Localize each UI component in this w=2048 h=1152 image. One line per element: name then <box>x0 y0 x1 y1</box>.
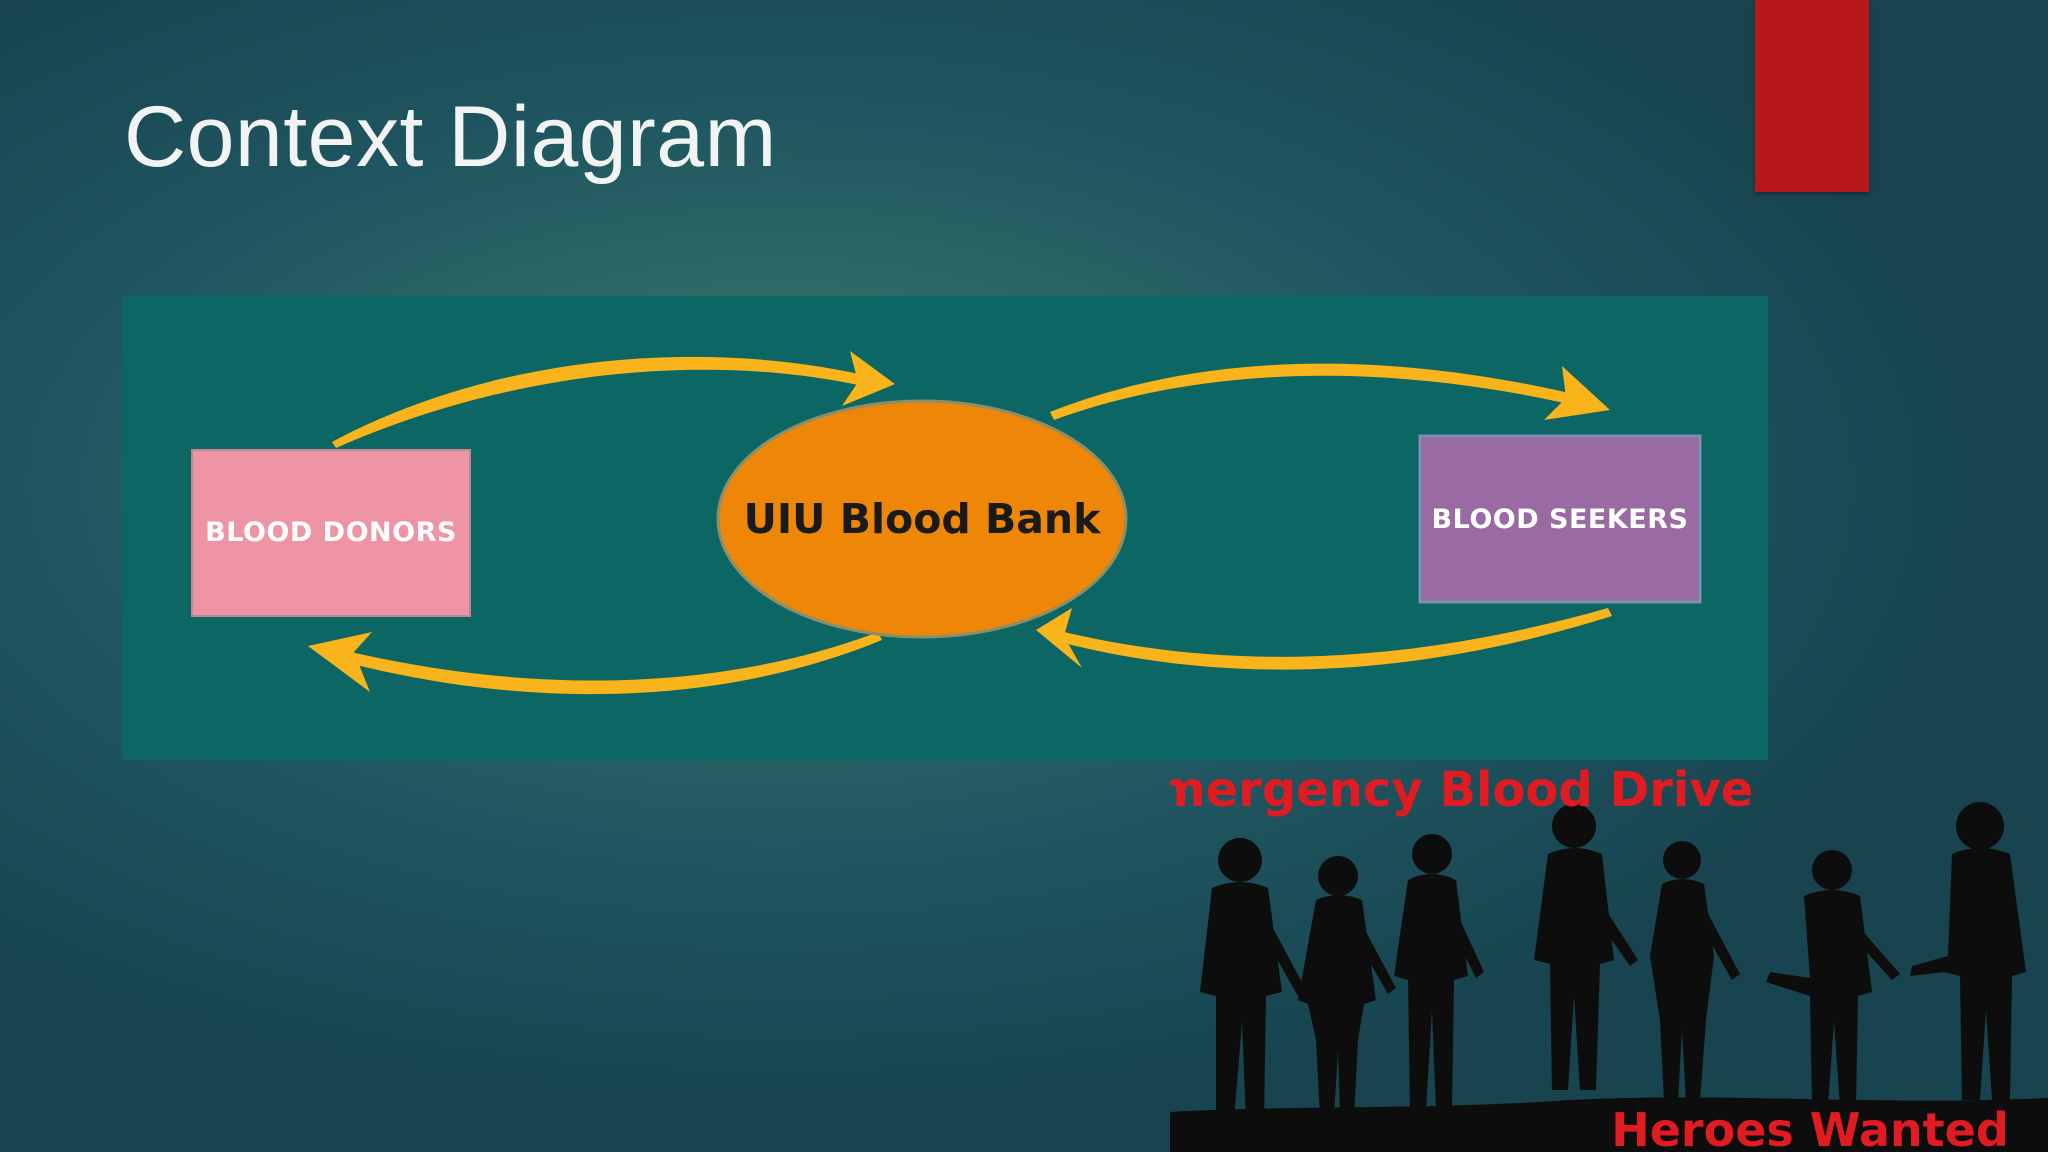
arrow-bank-to-seekers <box>1050 363 1610 420</box>
arrow-seekers-to-bank <box>1036 608 1612 670</box>
entity-blood-donors: BLOOD DONORS <box>191 449 471 617</box>
slide-title: Context Diagram <box>124 89 777 185</box>
entity-blood-donors-label: BLOOD DONORS <box>205 517 457 548</box>
diagram-canvas: BLOOD DONORS UIU Blood Bank BLOOD SEEKER… <box>191 351 1702 695</box>
process-label: UIU Blood Bank <box>744 495 1102 543</box>
poster-headline: Emergency Blood Drive <box>1170 762 1753 818</box>
process-uiu-blood-bank: UIU Blood Bank <box>716 399 1128 639</box>
entity-blood-seekers-label: BLOOD SEEKERS <box>1432 504 1689 535</box>
arrow-donors-to-bank <box>332 351 895 448</box>
poster-tagline: Heroes Wanted <box>1611 1103 2009 1152</box>
entity-blood-seekers: BLOOD SEEKERS <box>1418 434 1702 604</box>
arrow-bank-to-donors <box>308 632 882 695</box>
poster-canvas: Emergency Blood Drive Heroes Wanted <box>1170 762 2048 1152</box>
people-silhouette-image <box>1170 802 2048 1152</box>
context-diagram: BLOOD DONORS UIU Blood Bank BLOOD SEEKER… <box>122 296 1768 760</box>
accent-bar <box>1755 0 1869 192</box>
blood-drive-poster: Emergency Blood Drive Heroes Wanted <box>1170 760 2048 1152</box>
